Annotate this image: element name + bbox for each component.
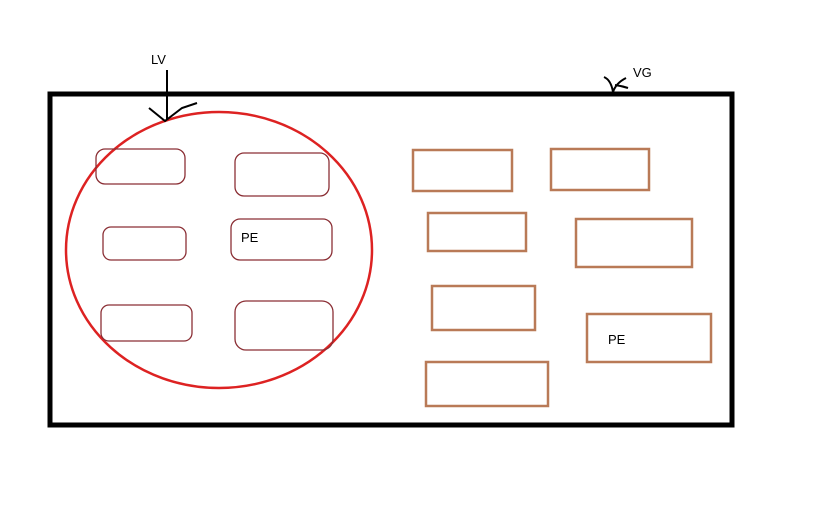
vg-pe-label: PE: [608, 332, 626, 347]
lv-pe-box-4: [230, 218, 333, 261]
vg-pe-box-5: [430, 284, 537, 332]
lv-pe-box-2: [234, 152, 330, 197]
vg-pe-box-7: [424, 360, 550, 408]
vg-pe-box-6: [585, 312, 713, 364]
vg-label: VG: [633, 65, 652, 80]
lv-pe-label: PE: [241, 230, 259, 245]
lv-circle: [64, 110, 374, 390]
vg-pe-box-4: [574, 217, 694, 269]
vg-pe-box-2: [549, 147, 651, 192]
vg-pe-box-3: [426, 211, 528, 253]
lv-pe-box-1: [95, 148, 186, 185]
lv-pe-group: [95, 148, 334, 351]
vg-pe-group: [411, 147, 713, 408]
lv-pe-box-6: [234, 300, 334, 351]
vg-pe-box-1: [411, 148, 514, 193]
lv-pe-box-3: [102, 226, 187, 261]
lv-label: LV: [151, 52, 166, 67]
vg-frame: [47, 91, 735, 428]
lv-pe-box-5: [100, 304, 193, 342]
lv-arrow: [148, 70, 198, 123]
vg-arrow: [603, 76, 629, 93]
